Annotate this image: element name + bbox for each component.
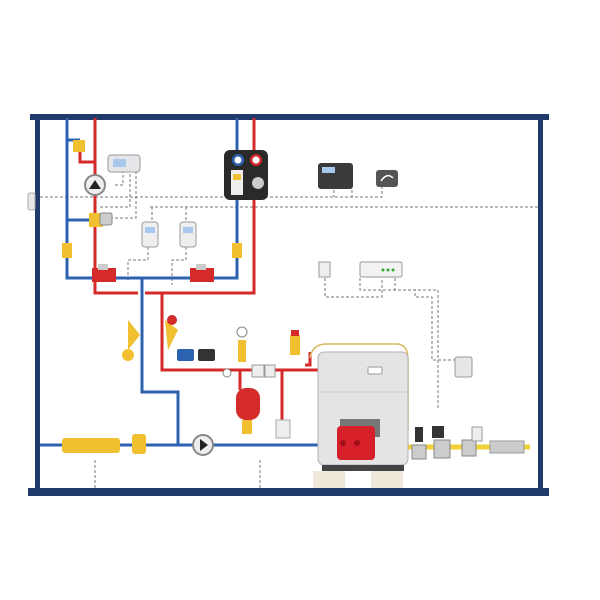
flexible-hose: [489, 440, 525, 454]
pressure-gauge: [222, 326, 248, 378]
pipe-fittings: [62, 140, 242, 258]
filter-valves[interactable]: [62, 434, 146, 454]
manifold: [275, 419, 291, 439]
heat-meter[interactable]: [190, 264, 214, 282]
expansion-tank[interactable]: [236, 388, 260, 434]
gas-valve[interactable]: [461, 426, 483, 457]
building-frame: [27, 114, 549, 496]
heat-meter[interactable]: [92, 264, 116, 282]
room-thermostat[interactable]: [141, 221, 159, 248]
safety-valve[interactable]: [290, 330, 300, 355]
pump-station[interactable]: [224, 150, 268, 200]
gas-valve[interactable]: [432, 426, 451, 459]
boiler-display: [367, 366, 383, 375]
system-controller[interactable]: [318, 163, 353, 189]
network-module[interactable]: [359, 261, 403, 278]
control-boxes: [251, 364, 276, 378]
circulation-pump[interactable]: [84, 174, 106, 196]
gas-detector[interactable]: [454, 356, 473, 378]
control-wires: [40, 170, 540, 490]
heating-controller[interactable]: [107, 154, 141, 173]
return-pipes: [40, 118, 320, 447]
room-thermostat[interactable]: [179, 221, 197, 248]
mixing-valve[interactable]: [89, 212, 113, 227]
zone-valves[interactable]: [177, 349, 215, 361]
boiler[interactable]: [313, 351, 409, 488]
gas-valve[interactable]: [411, 427, 427, 460]
circulation-pump[interactable]: [192, 434, 214, 456]
balancing-valves[interactable]: [122, 315, 178, 361]
phone-dialer[interactable]: [376, 170, 398, 187]
sensor-module[interactable]: [318, 261, 331, 278]
